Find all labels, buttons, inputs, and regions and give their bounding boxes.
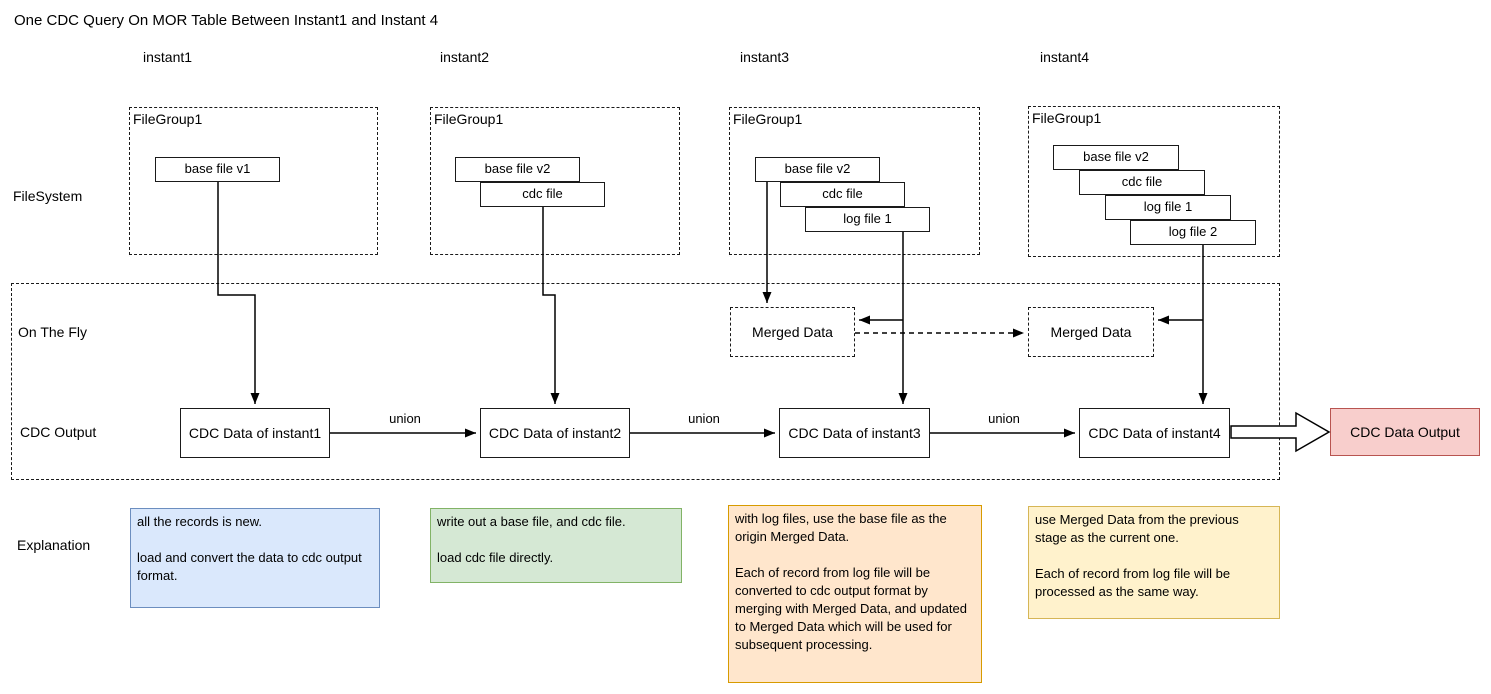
cdc-data-box-instant4: CDC Data of instant4 bbox=[1079, 408, 1230, 458]
diagram-title: One CDC Query On MOR Table Between Insta… bbox=[14, 12, 439, 29]
filegroup-label: FileGroup1 bbox=[1032, 110, 1102, 126]
explanation-box-instant3: with log files, use the base file as the… bbox=[728, 505, 982, 683]
explanation-box-instant1: all the records is new. load and convert… bbox=[130, 508, 380, 608]
row-label-explanation: Explanation bbox=[17, 537, 91, 553]
union-label: union bbox=[688, 411, 720, 426]
instant4-label: instant4 bbox=[1040, 49, 1090, 65]
row-label-cdc-output: CDC Output bbox=[20, 424, 97, 440]
row-label-filesystem: FileSystem bbox=[13, 188, 83, 204]
file-box: base file v2 bbox=[455, 157, 580, 182]
cdc-data-box-instant2: CDC Data of instant2 bbox=[480, 408, 630, 458]
instant2-label: instant2 bbox=[440, 49, 490, 65]
cdc-data-box-instant1: CDC Data of instant1 bbox=[180, 408, 330, 458]
merged-data-box-instant4: Merged Data bbox=[1028, 307, 1154, 357]
file-box: base file v2 bbox=[755, 157, 880, 182]
file-box: cdc file bbox=[1079, 170, 1205, 195]
explanation-box-instant2: write out a base file, and cdc file. loa… bbox=[430, 508, 682, 583]
merged-data-box-instant3: Merged Data bbox=[730, 307, 855, 357]
file-box: log file 1 bbox=[1105, 195, 1231, 220]
file-box: base file v1 bbox=[155, 157, 280, 182]
filegroup-label: FileGroup1 bbox=[733, 111, 803, 127]
cdc-data-output-box: CDC Data Output bbox=[1330, 408, 1480, 456]
processing-region bbox=[11, 283, 1280, 480]
filegroup-box-instant3: FileGroup1 bbox=[729, 107, 980, 255]
union-label: union bbox=[988, 411, 1020, 426]
file-box: cdc file bbox=[480, 182, 605, 207]
instant1-label: instant1 bbox=[143, 49, 193, 65]
union-label: union bbox=[389, 411, 421, 426]
file-box: base file v2 bbox=[1053, 145, 1179, 170]
instant3-label: instant3 bbox=[740, 49, 790, 65]
filegroup-label: FileGroup1 bbox=[434, 111, 504, 127]
filegroup-box-instant4: FileGroup1 bbox=[1028, 106, 1280, 257]
file-box: log file 2 bbox=[1130, 220, 1256, 245]
row-label-on-the-fly: On The Fly bbox=[18, 324, 87, 340]
explanation-box-instant4: use Merged Data from the previous stage … bbox=[1028, 506, 1280, 619]
file-box: log file 1 bbox=[805, 207, 930, 232]
filegroup-label: FileGroup1 bbox=[133, 111, 203, 127]
file-box: cdc file bbox=[780, 182, 905, 207]
cdc-data-box-instant3: CDC Data of instant3 bbox=[779, 408, 930, 458]
